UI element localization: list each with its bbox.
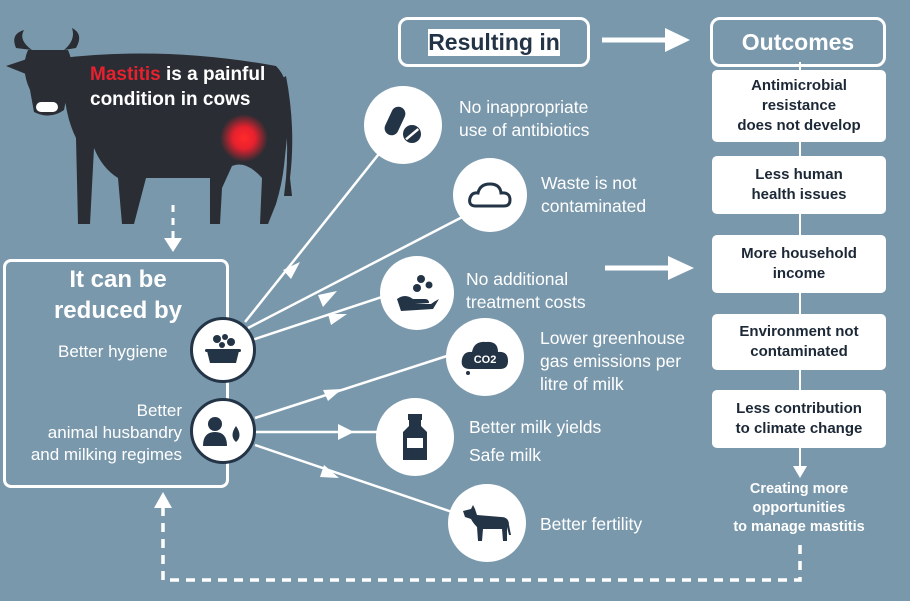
- outcome-line: health issues: [751, 186, 847, 203]
- cow-caption-line1: is a painful: [160, 64, 266, 85]
- hygiene-links: [244, 139, 473, 342]
- outcome-climate: Less contribution to climate change: [712, 390, 886, 448]
- husbandry-line3: and milking regimes: [30, 445, 182, 464]
- co2-cloud-icon: CO2: [446, 318, 524, 396]
- result-line: Lower greenhouse: [540, 328, 685, 348]
- result-line: No additional: [466, 269, 569, 289]
- result-milk: Better milk yields Safe milk: [469, 413, 601, 469]
- cow-silhouette-icon: [6, 28, 293, 224]
- resulting-in-label: Resulting in: [428, 28, 560, 56]
- feedback-loop: [161, 503, 802, 582]
- outcomes-header: Outcomes: [710, 17, 886, 67]
- husbandry-line1: Better: [136, 401, 182, 420]
- result-line: litre of milk: [540, 374, 624, 394]
- outcome-line: Less human: [755, 166, 843, 183]
- washing-bowl-icon: [190, 317, 256, 383]
- outcome-antimicrobial: Antimicrobial resistance does not develo…: [712, 70, 886, 142]
- outcome-health: Less human health issues: [712, 156, 886, 214]
- outcome-line: Antimicrobial: [751, 77, 847, 94]
- result-waste: Waste is not contaminated: [541, 172, 646, 218]
- result-line: use of antibiotics: [459, 120, 590, 140]
- result-line: gas emissions per: [540, 351, 682, 371]
- husbandry-links: [254, 353, 456, 515]
- husbandry-line2: animal husbandry: [47, 423, 182, 442]
- result-line: treatment costs: [466, 292, 586, 312]
- result-fertility: Better fertility: [540, 513, 642, 536]
- reduce-title-line2: reduced by: [53, 297, 183, 324]
- closing-line2: opportunities: [752, 500, 846, 516]
- mastitis-highlight: Mastitis: [90, 64, 161, 85]
- cow-caption-line2: condition in cows: [90, 89, 251, 110]
- result-line: Better milk yields: [469, 417, 602, 437]
- result-line: No inappropriate: [459, 97, 589, 117]
- better-hygiene-label: Better hygiene: [58, 342, 168, 361]
- cloud-icon: [453, 158, 527, 232]
- calf-icon: [448, 484, 526, 562]
- outcomes-label: Outcomes: [741, 28, 855, 55]
- header-arrow: [602, 28, 690, 52]
- reduce-title: It can be reduced by: [30, 264, 206, 326]
- farmer-droplet-icon: [190, 398, 256, 464]
- result-line: contaminated: [541, 196, 647, 216]
- outcome-line: does not develop: [737, 117, 861, 134]
- result-costs: No additional treatment costs: [466, 268, 586, 314]
- outcome-environment: Environment not contaminated: [712, 314, 886, 370]
- closing-line3: to manage mastitis: [733, 519, 865, 535]
- result-greenhouse: Lower greenhouse gas emissions per litre…: [540, 327, 685, 396]
- closing-text: Creating more opportunities to manage ma…: [712, 480, 886, 537]
- outcome-income: More household income: [712, 235, 886, 293]
- co2-label: CO2: [474, 354, 497, 366]
- outcome-line: Less contribution: [736, 400, 862, 417]
- resulting-in-header: Resulting in: [398, 17, 590, 67]
- outcome-line: resistance: [761, 97, 837, 114]
- reduce-title-line1: It can be: [69, 266, 167, 293]
- pills-icon: [364, 86, 442, 164]
- income-arrow: [605, 256, 694, 280]
- outcome-line: More household: [741, 245, 857, 262]
- milk-can-icon: [376, 398, 454, 476]
- result-line: Safe milk: [469, 445, 541, 465]
- outcome-line: Environment not: [739, 323, 859, 340]
- result-line: Better fertility: [540, 514, 643, 534]
- outcome-line: contaminated: [750, 343, 848, 360]
- outcome-line: income: [772, 265, 826, 282]
- result-antibiotics: No inappropriate use of antibiotics: [459, 96, 589, 142]
- result-line: Waste is not: [541, 173, 637, 193]
- outcome-line: to climate change: [735, 420, 863, 437]
- husbandry-label: Better animal husbandry and milking regi…: [14, 400, 182, 466]
- hand-coins-icon: [380, 256, 454, 330]
- closing-line1: Creating more: [749, 481, 849, 497]
- cow-caption: Mastitis is a painful condition in cows: [90, 62, 290, 112]
